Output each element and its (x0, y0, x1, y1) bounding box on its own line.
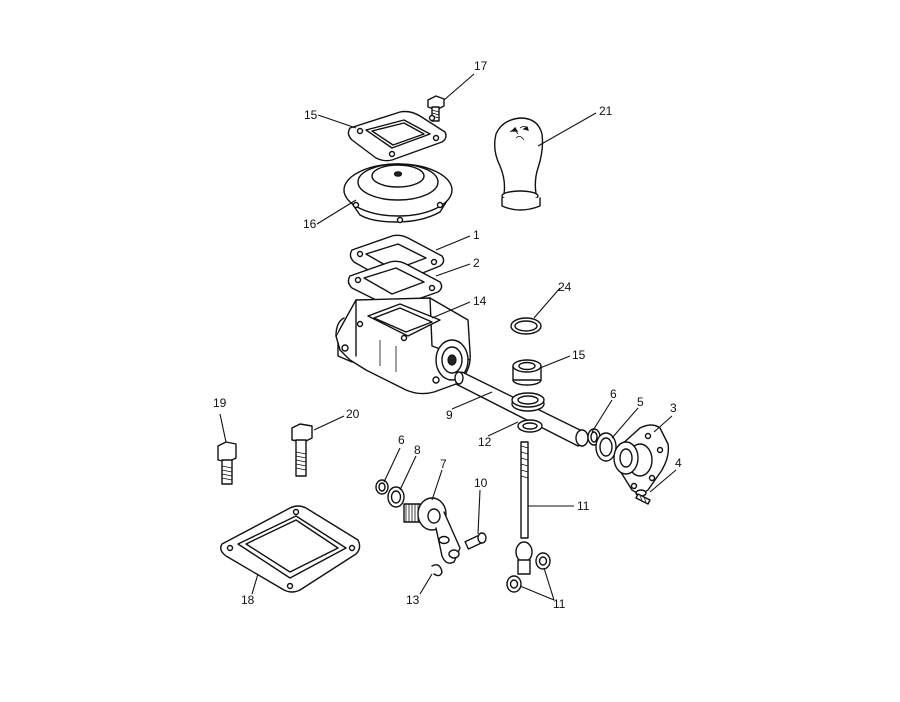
label-16: 14 (473, 294, 487, 308)
label-23: 21 (599, 104, 613, 118)
label-24: 24 (558, 280, 572, 294)
label-18: 16 (303, 217, 317, 231)
label-15: 15 (572, 348, 586, 362)
part-21-bolt (217, 441, 237, 485)
label-19: 17 (474, 59, 488, 73)
part-4-screw (635, 489, 651, 505)
part-3-flange (613, 424, 670, 494)
leader-lines (219, 73, 677, 601)
part-2-gasket (347, 260, 443, 308)
label-22: 20 (346, 407, 360, 421)
label-2: 2 (473, 256, 480, 270)
part-14-ring (511, 392, 545, 433)
part-22-bolt (291, 423, 313, 477)
label-13: 13 (406, 593, 420, 607)
label-21: 19 (213, 396, 227, 410)
part-10-pin (464, 532, 487, 550)
callout-labels: 17 15 16 21 1 2 14 24 15 9 12 6 5 3 4 11… (213, 59, 682, 611)
part-16-gearshift-housing (335, 297, 471, 395)
label-10: 10 (474, 476, 488, 490)
part-11-nut-washer (506, 552, 551, 593)
part-17-gasket-plate (347, 110, 447, 162)
label-6-right: 6 (610, 387, 617, 401)
part-12-shift-rod (515, 441, 533, 575)
part-23-shift-knob (493, 117, 544, 211)
part-18-dome-cover (343, 163, 453, 224)
label-1: 1 (473, 228, 480, 242)
label-12: 11 (577, 499, 590, 513)
label-7: 7 (440, 457, 447, 471)
part-15-bushing (512, 359, 542, 386)
part-8-ring (387, 486, 405, 508)
label-17: 15 (304, 108, 318, 122)
label-3: 3 (670, 401, 677, 415)
part-20-gasket-plate (219, 505, 361, 593)
label-5: 5 (637, 395, 644, 409)
label-4: 4 (675, 456, 682, 470)
part-13-clip (431, 564, 443, 577)
label-8: 8 (414, 443, 421, 457)
label-6-left: 6 (398, 433, 405, 447)
label-20: 18 (241, 593, 255, 607)
part-24-o-ring (510, 317, 542, 335)
part-6-ring-left (375, 479, 389, 495)
part-7-shift-lever (403, 497, 461, 564)
label-9: 9 (446, 408, 453, 422)
label-11: 11 (553, 597, 566, 611)
label-14: 12 (478, 435, 492, 449)
part-19-bolt (427, 95, 445, 122)
part-5-seal (595, 432, 617, 462)
